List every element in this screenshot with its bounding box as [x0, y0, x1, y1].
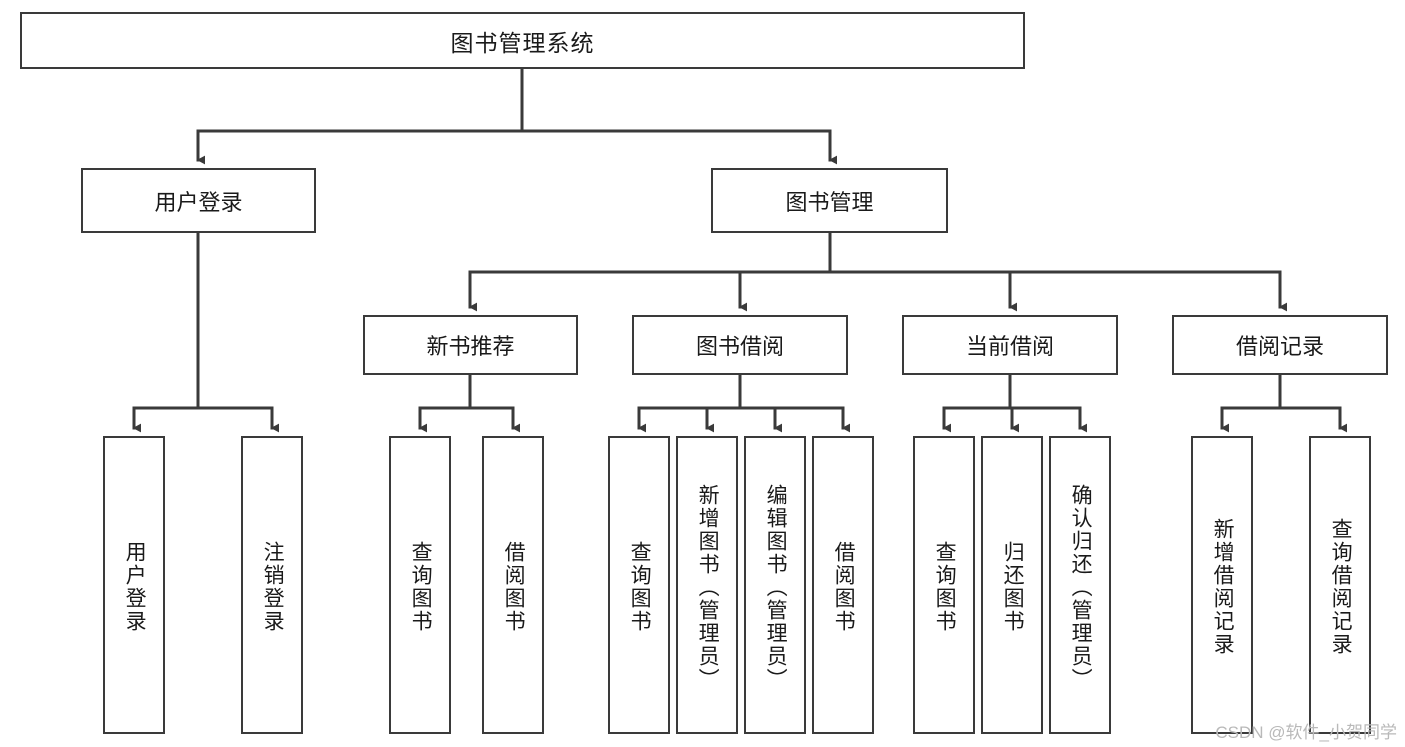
node-leaf-borrow-book-recommend[interactable]: 借阅图书: [482, 436, 544, 734]
node-leaf-query-book-recommend[interactable]: 查询图书: [389, 436, 451, 734]
node-leaf-query-borrow-record[interactable]: 查询借阅记录: [1309, 436, 1371, 734]
node-borrow-record[interactable]: 借阅记录: [1172, 315, 1388, 375]
node-leaf-return-book[interactable]: 归还图书: [981, 436, 1043, 734]
node-leaf-borrow-book[interactable]: 借阅图书: [812, 436, 874, 734]
node-leaf-query-book-borrow[interactable]: 查询图书: [608, 436, 670, 734]
node-label: 用户登录: [154, 189, 243, 215]
node-leaf-add-book[interactable]: 新增图书（管理员）: [676, 436, 738, 734]
node-label: 新增借阅记录: [1211, 518, 1235, 656]
node-leaf-add-borrow-record[interactable]: 新增借阅记录: [1191, 436, 1253, 734]
node-current-borrow[interactable]: 当前借阅: [902, 315, 1118, 375]
node-book-management[interactable]: 图书管理: [711, 168, 948, 233]
node-label: 借阅图书: [502, 541, 526, 633]
node-new-book-recommend[interactable]: 新书推荐: [363, 315, 578, 375]
node-label: 图书管理系统: [450, 29, 595, 56]
node-user-login[interactable]: 用户登录: [81, 168, 316, 233]
node-book-management-system[interactable]: 图书管理系统: [20, 12, 1025, 69]
node-label: 查询图书: [409, 541, 433, 633]
node-leaf-query-book-current[interactable]: 查询图书: [913, 436, 975, 734]
node-label: 查询图书: [933, 541, 957, 633]
node-label: 归还图书: [1001, 541, 1025, 633]
node-label: 借阅记录: [1235, 334, 1324, 359]
node-label: 新增图书（管理员）: [696, 483, 720, 691]
node-label: 查询借阅记录: [1329, 518, 1353, 656]
node-label: 注销登录: [261, 541, 285, 633]
node-label: 图书借阅: [695, 334, 784, 359]
node-leaf-confirm-return[interactable]: 确认归还（管理员）: [1049, 436, 1111, 734]
node-leaf-user-login[interactable]: 用户登录: [103, 436, 165, 734]
node-leaf-logout-login[interactable]: 注销登录: [241, 436, 303, 734]
node-label: 当前借阅: [965, 334, 1054, 359]
node-label: 用户登录: [123, 541, 147, 633]
node-label: 确认归还（管理员）: [1069, 483, 1093, 691]
watermark: CSDN @软件_小贺同学: [1215, 723, 1397, 742]
node-label: 图书管理: [785, 189, 874, 215]
node-leaf-edit-book[interactable]: 编辑图书（管理员）: [744, 436, 806, 734]
node-book-borrow[interactable]: 图书借阅: [632, 315, 848, 375]
node-label: 编辑图书（管理员）: [764, 483, 788, 691]
node-label: 新书推荐: [426, 334, 515, 359]
node-label: 查询图书: [628, 541, 652, 633]
node-label: 借阅图书: [832, 541, 856, 633]
